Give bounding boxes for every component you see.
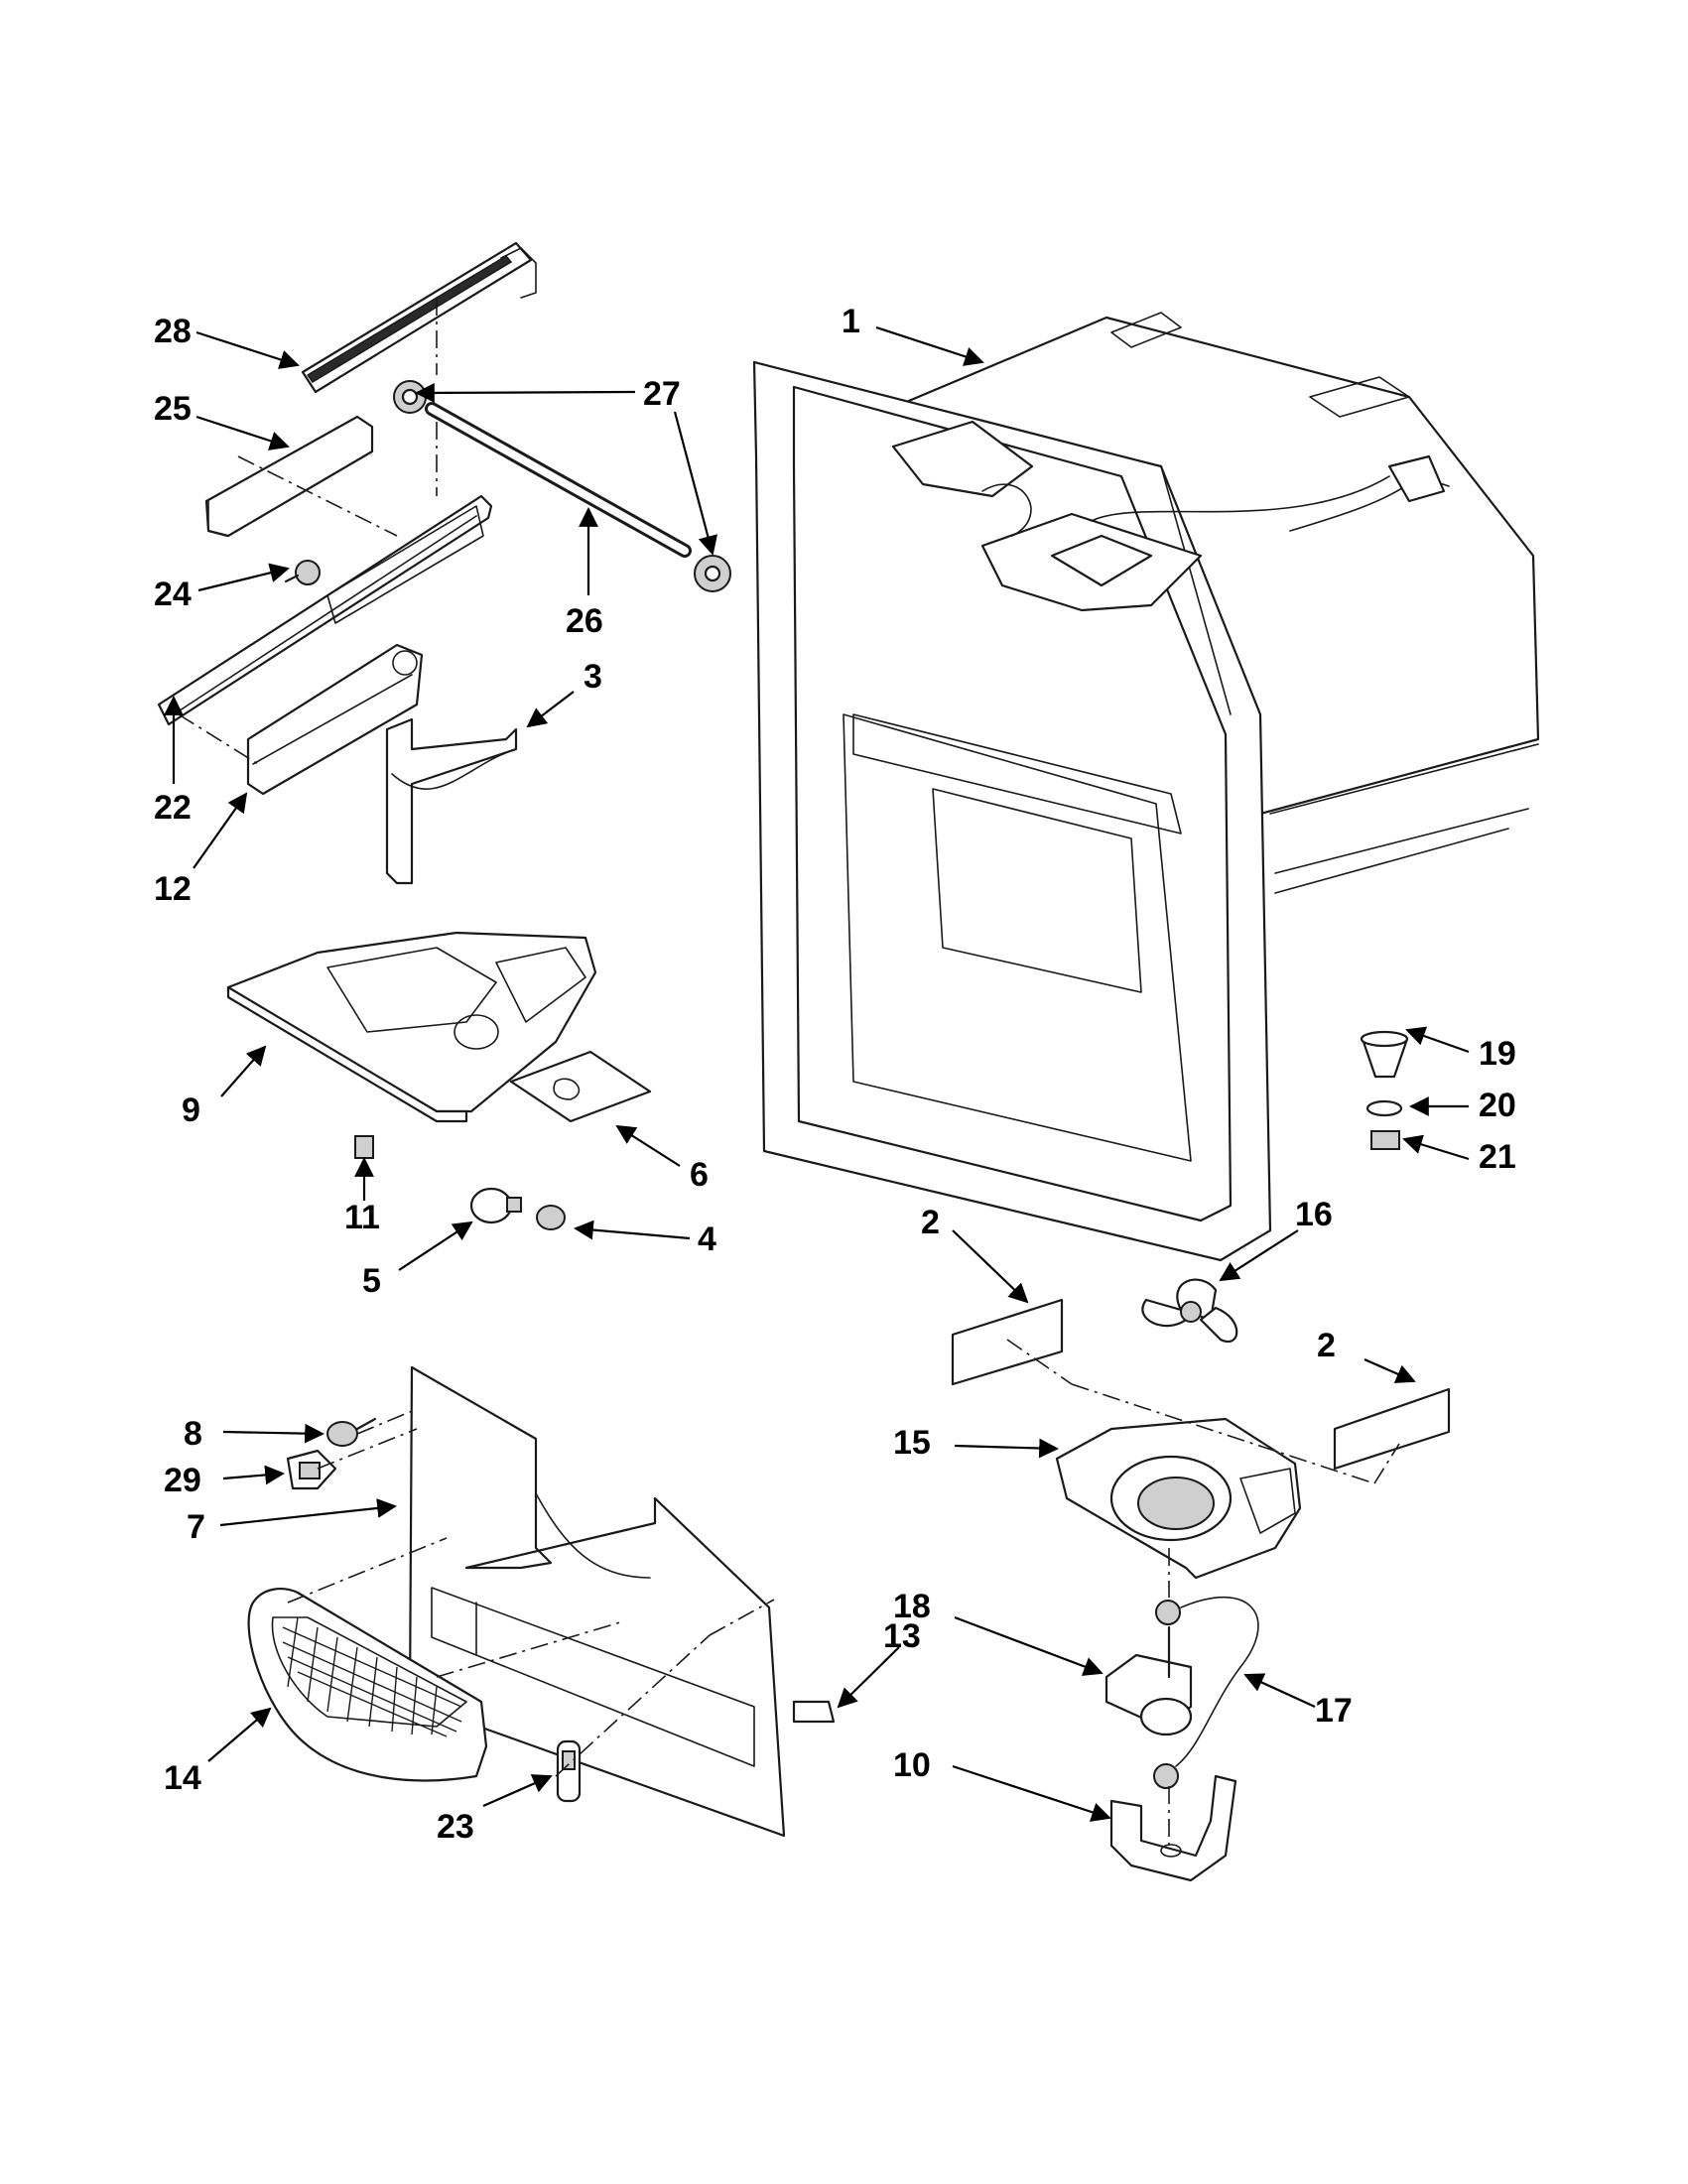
callout-8: 8 bbox=[184, 1415, 202, 1453]
part-7-rear-panel bbox=[408, 1365, 786, 1838]
part-13-strip bbox=[792, 1700, 836, 1724]
callout-24: 24 bbox=[154, 576, 192, 613]
part-26-axle-rod bbox=[425, 402, 692, 558]
callout-14: 14 bbox=[164, 1759, 201, 1797]
part-24-screw bbox=[284, 560, 321, 585]
callout-23: 23 bbox=[437, 1808, 474, 1846]
callout-22: 22 bbox=[154, 789, 192, 827]
callout-5: 5 bbox=[362, 1262, 381, 1300]
part-17-wire bbox=[1175, 1596, 1259, 1767]
callout-28: 28 bbox=[154, 313, 192, 350]
part-21-cap bbox=[1370, 1130, 1400, 1150]
part-1-freezer-liner bbox=[752, 312, 1540, 1262]
callout-19: 19 bbox=[1479, 1035, 1516, 1073]
part-4-socket bbox=[536, 1205, 566, 1230]
callout-3: 3 bbox=[584, 658, 602, 696]
part-22-slide-rail bbox=[157, 494, 493, 726]
callout-15: 15 bbox=[893, 1424, 931, 1462]
part-8-screw bbox=[326, 1417, 377, 1447]
callout-29: 29 bbox=[164, 1462, 201, 1499]
assembly-lines-right bbox=[1006, 1339, 1400, 1598]
part-20-ring bbox=[1365, 1099, 1403, 1117]
part-2-pad-right bbox=[1333, 1387, 1451, 1471]
callout-20: 20 bbox=[1479, 1087, 1516, 1124]
callout-2-right: 2 bbox=[1317, 1327, 1336, 1364]
part-2-pad-left bbox=[951, 1298, 1064, 1386]
part-25-bracket bbox=[204, 415, 374, 538]
part-10-motor-bracket bbox=[1109, 1774, 1237, 1882]
part-28-upper-rail bbox=[301, 241, 537, 394]
part-12-lower-bracket bbox=[246, 643, 424, 796]
assembly-lines-top-left bbox=[178, 298, 438, 765]
callout-1: 1 bbox=[842, 303, 860, 340]
callout-25: 25 bbox=[154, 390, 192, 428]
part-11-clip bbox=[354, 1135, 374, 1159]
part-27-gears bbox=[393, 380, 731, 592]
callout-2-left: 2 bbox=[921, 1204, 940, 1241]
part-23-sensor bbox=[556, 1739, 582, 1803]
callout-6: 6 bbox=[690, 1156, 709, 1194]
part-3-side-bracket bbox=[385, 717, 518, 885]
callout-4: 4 bbox=[698, 1220, 716, 1258]
callout-13: 13 bbox=[883, 1617, 921, 1655]
part-19-cup bbox=[1360, 1030, 1409, 1079]
callout-11: 11 bbox=[344, 1199, 380, 1236]
callout-7: 7 bbox=[187, 1508, 205, 1546]
part-6-label-sheet bbox=[509, 1050, 652, 1123]
part-29-switch bbox=[286, 1449, 337, 1490]
part-18-fan-motor bbox=[1104, 1600, 1193, 1789]
part-9-cover bbox=[226, 931, 597, 1123]
part-14-grille bbox=[247, 1588, 488, 1782]
callout-17: 17 bbox=[1315, 1692, 1353, 1730]
grille-mesh bbox=[282, 1616, 462, 1737]
callout-12: 12 bbox=[154, 870, 192, 908]
assembly-lines-bottom-left bbox=[287, 1408, 775, 1777]
callout-21: 21 bbox=[1479, 1138, 1516, 1176]
callout-16: 16 bbox=[1295, 1196, 1333, 1233]
callout-18: 18 bbox=[893, 1588, 931, 1625]
leader-arrows bbox=[164, 325, 1470, 1822]
callout-27: 27 bbox=[643, 375, 681, 413]
callout-26: 26 bbox=[566, 602, 603, 640]
part-15-fan-housing bbox=[1055, 1417, 1302, 1580]
callout-10: 10 bbox=[893, 1746, 931, 1784]
callout-labels: 1 2 2 3 4 5 6 7 8 9 10 11 12 13 14 15 16… bbox=[154, 303, 1516, 1846]
part-5-bulb bbox=[469, 1187, 522, 1224]
callout-9: 9 bbox=[182, 1092, 200, 1129]
part-16-fan-blade bbox=[1141, 1278, 1238, 1343]
